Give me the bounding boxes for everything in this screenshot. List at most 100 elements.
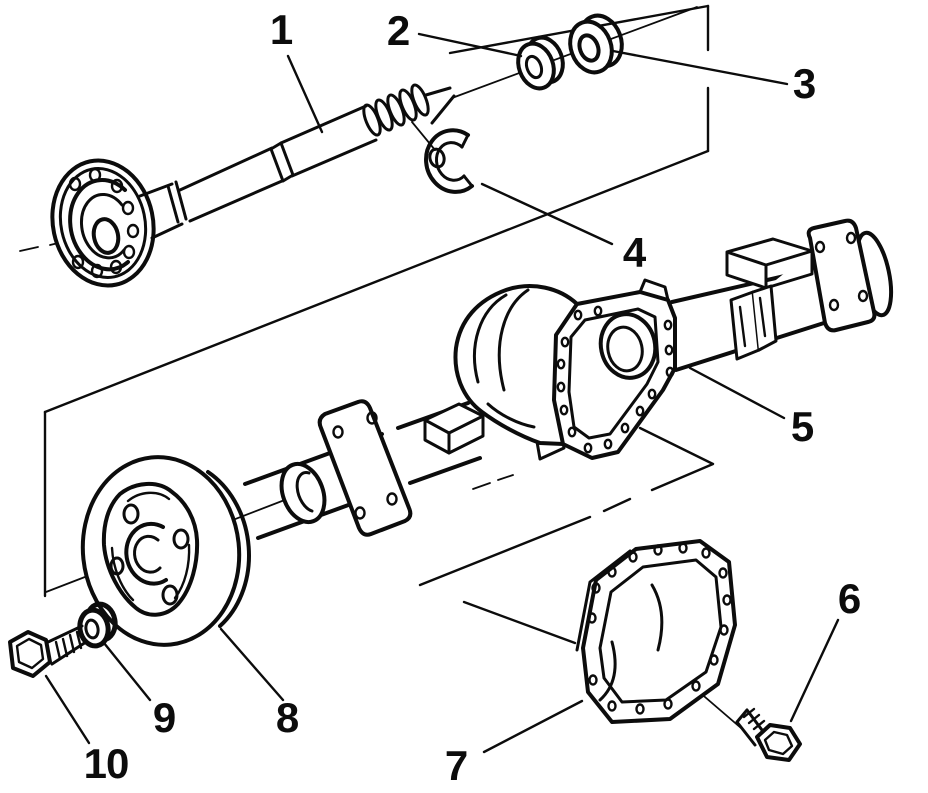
leader-6 xyxy=(789,618,840,723)
callout-9-washer: 9 xyxy=(152,694,176,741)
left-flange-hole-2 xyxy=(366,411,378,425)
drum-hole-1 xyxy=(122,503,140,525)
callout-1-axle-shaft: 1 xyxy=(269,6,293,53)
cover-bolt-holes xyxy=(587,542,732,715)
cover-edge-depth xyxy=(575,549,632,652)
shaft-splines xyxy=(362,83,430,137)
bolt6-head-facets xyxy=(763,730,794,756)
axis-cover-bolt xyxy=(697,690,742,729)
cover-face-arc-1 xyxy=(650,583,664,652)
shaft-collar xyxy=(269,141,295,183)
shaft-neck xyxy=(138,180,188,240)
leader-lines xyxy=(44,32,840,754)
leader-1 xyxy=(286,54,324,134)
leader-4 xyxy=(480,182,614,246)
leader-9 xyxy=(102,641,152,702)
bolt-10 xyxy=(8,624,88,678)
right-bracket-plate-2 xyxy=(751,284,778,352)
axle-housing xyxy=(243,218,894,540)
axis-dash-tube-2 xyxy=(497,474,514,481)
c-lock-clip xyxy=(411,121,474,194)
callout-10-retainer-bolt: 10 xyxy=(83,740,130,787)
shaft-body-bottom xyxy=(188,179,284,223)
right-flange-hole-4 xyxy=(857,289,869,303)
right-flange-hole-3 xyxy=(828,298,840,312)
callout-5-axle-housing: 5 xyxy=(790,403,814,450)
clip-link-line xyxy=(411,121,436,151)
drum-hole-2 xyxy=(172,528,190,550)
frame-lower-dash-2 xyxy=(418,515,592,587)
diff-cover xyxy=(575,539,737,724)
seal xyxy=(516,35,565,91)
seal-front xyxy=(516,41,556,91)
shaft-body2-top xyxy=(279,104,368,145)
callout-2-seal: 2 xyxy=(386,7,410,54)
left-flange-hole-3 xyxy=(354,506,366,520)
shaft-body-top xyxy=(178,146,274,192)
clip-inner xyxy=(435,141,466,182)
drum-plate-inner-2 xyxy=(110,546,135,602)
washer-front xyxy=(77,607,111,649)
diff-opening-outer xyxy=(598,312,658,380)
clip-end-2 xyxy=(462,174,474,188)
axle-shaft xyxy=(50,83,456,288)
left-flange-hole-4 xyxy=(386,492,398,506)
washer-bore xyxy=(84,618,100,640)
frame-lower-corner xyxy=(638,426,715,492)
cover-face-arc-2 xyxy=(598,640,617,702)
axis-dash-tube-1 xyxy=(472,482,491,490)
frame-lower-dash-1 xyxy=(602,497,632,513)
left-tube-rear-bottom xyxy=(408,456,482,485)
bolt10-head-facets xyxy=(15,637,45,670)
boundary-frame xyxy=(43,4,715,645)
brake-drum xyxy=(80,455,251,647)
right-bracket-slot-1 xyxy=(738,305,747,348)
diff-rib-2 xyxy=(497,288,530,392)
drum-rim-depth xyxy=(206,470,251,628)
leader-5 xyxy=(688,366,786,420)
bolt10-threads xyxy=(54,630,83,661)
drum-hub-inner-c xyxy=(133,534,162,574)
clip-outer xyxy=(424,128,474,194)
clip-end-1 xyxy=(460,133,470,149)
diff-rib-1 xyxy=(473,293,508,384)
leader-7 xyxy=(482,699,584,754)
bolt6-head xyxy=(755,723,802,762)
drum-hole-4 xyxy=(161,584,179,606)
diff-face-ring-outer xyxy=(552,290,677,460)
leader-2 xyxy=(417,32,523,58)
diff-body xyxy=(453,284,579,446)
callout-8-brake-drum: 8 xyxy=(275,694,299,741)
drum-hole-3 xyxy=(109,556,125,576)
right-bracket-slot-2 xyxy=(758,296,767,338)
right-flange-hole-1 xyxy=(814,240,826,254)
drum-plate-inner-1 xyxy=(126,491,171,503)
bearing xyxy=(568,13,624,75)
leader-8 xyxy=(219,627,285,702)
callout-7-diff-cover: 7 xyxy=(444,742,468,789)
shaft-hub-inner-c xyxy=(80,192,126,260)
left-flange-hole-1 xyxy=(332,425,344,439)
diff-face-ring-inner xyxy=(567,307,660,440)
shaft-tip xyxy=(424,86,456,125)
seal-bore xyxy=(524,54,544,80)
drum-plate-outer xyxy=(101,482,200,617)
diff-ring-bolt-holes xyxy=(556,305,675,454)
washer xyxy=(77,601,118,649)
axis-dash-left-1 xyxy=(19,246,39,252)
frame-cover-edge-line xyxy=(462,600,577,645)
clip-hook xyxy=(428,147,446,169)
leader-3 xyxy=(611,49,789,86)
leader-10 xyxy=(44,674,91,745)
diff-rib-3 xyxy=(486,402,536,429)
left-block-small xyxy=(423,402,485,455)
left-tube-opening xyxy=(279,461,327,525)
frame-long-diagonal xyxy=(43,149,710,414)
left-tube-bore xyxy=(295,471,314,513)
shaft-hub-outer-c xyxy=(68,178,130,272)
shaft-center-hole xyxy=(91,217,121,255)
right-block xyxy=(725,237,814,290)
callout-6-cover-bolt: 6 xyxy=(837,575,861,622)
